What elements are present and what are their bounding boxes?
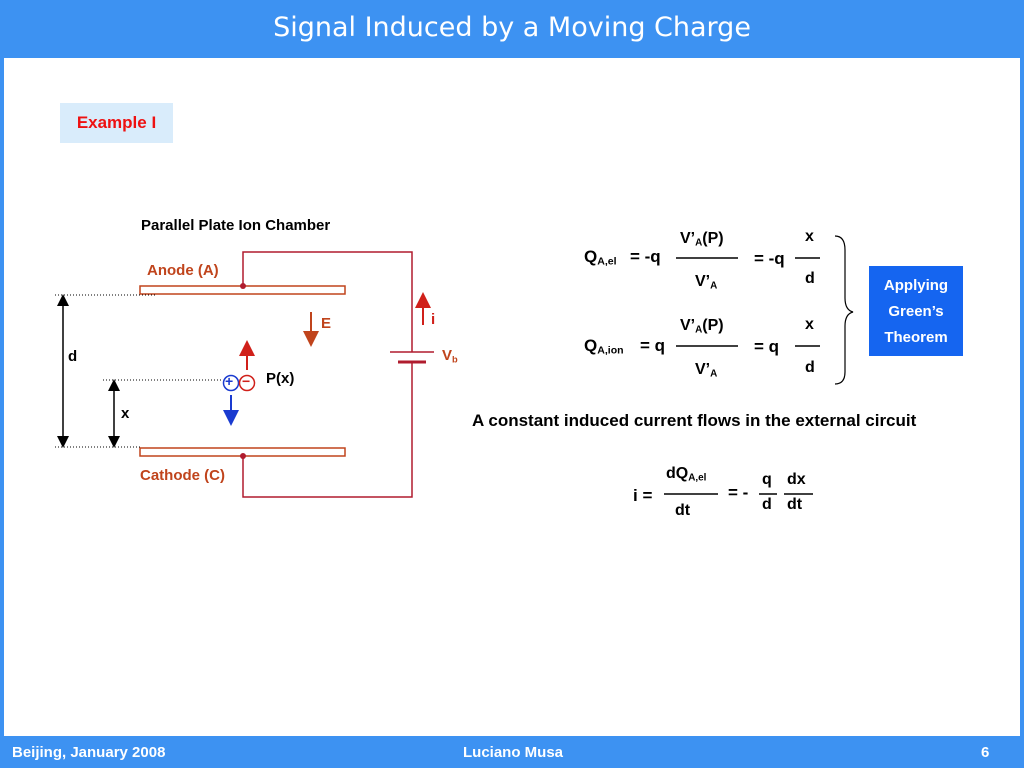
minus-sign: − [242,373,251,389]
eq3-denominator: dt [675,502,691,519]
bias-label-main: V [442,347,453,364]
eq1-denominator: V’A [695,273,718,292]
current-statement: A constant induced current flows in the … [472,411,917,430]
eq3-dx: dx [787,471,806,488]
bias-voltage-label: Vb [442,347,458,364]
eq2-equals: = q [640,336,666,355]
negative-charge-circle [238,374,256,392]
chamber-title: Parallel Plate Ion Chamber [141,217,331,234]
left-frame-border [0,0,4,768]
current-label: i [431,311,436,328]
eq3-dt: dt [787,496,803,513]
eq1-second-equals: = -q [754,249,785,268]
eq1-numerator: V’A(P) [680,230,724,249]
eq1-equals: = -q [630,247,661,266]
greens-line-1: Applying [883,277,949,294]
eq3-d: d [762,496,772,513]
eq1-lhs: QA,el [584,247,617,268]
eq1-d: d [805,270,815,287]
slide-title: Signal Induced by a Moving Charge [273,12,751,43]
greens-line-3: Theorem [884,329,948,346]
eq3-numerator: dQA,el [666,465,707,484]
footer-page-number: 6 [981,744,990,761]
right-frame-border [1020,0,1024,768]
eq3-equals: = - [728,483,749,502]
right-curly-brace [834,235,854,385]
footer-location-date: Beijing, January 2008 [12,744,166,761]
greens-theorem-box: Applying Green’s Theorem [869,266,963,356]
gap-label: d [68,348,78,365]
eq2-d: d [805,359,815,376]
cathode-junction [240,453,246,459]
eq2-lhs: QA,ion [584,336,624,357]
eq2-x: x [805,316,814,333]
eq2-second-equals: = q [754,337,780,356]
anode-label: Anode (A) [147,262,219,279]
positive-charge-circle [222,374,240,392]
greens-line-2: Green’s [888,303,944,320]
bias-label-sub: b [452,354,458,365]
footer-author: Luciano Musa [463,744,564,761]
circuit-wire-bottom [242,362,413,498]
eq1-x: x [805,228,814,245]
field-label: E [321,315,332,332]
eq2-denominator: V’A [695,361,718,380]
title-bar: Signal Induced by a Moving Charge [0,0,1024,58]
eq3-lhs: i = [633,486,653,505]
circuit-wire-top [242,251,413,352]
point-label: P(x) [266,370,295,387]
eq2-numerator: V’A(P) [680,317,724,336]
cathode-label: Cathode (C) [140,467,225,484]
footer-bar: Beijing, January 2008 Luciano Musa 6 [0,736,1024,768]
position-label: x [121,405,130,422]
anode-junction [240,283,246,289]
eq3-q: q [762,471,772,488]
example-label: Example I [60,103,173,143]
plus-sign: + [225,373,234,389]
